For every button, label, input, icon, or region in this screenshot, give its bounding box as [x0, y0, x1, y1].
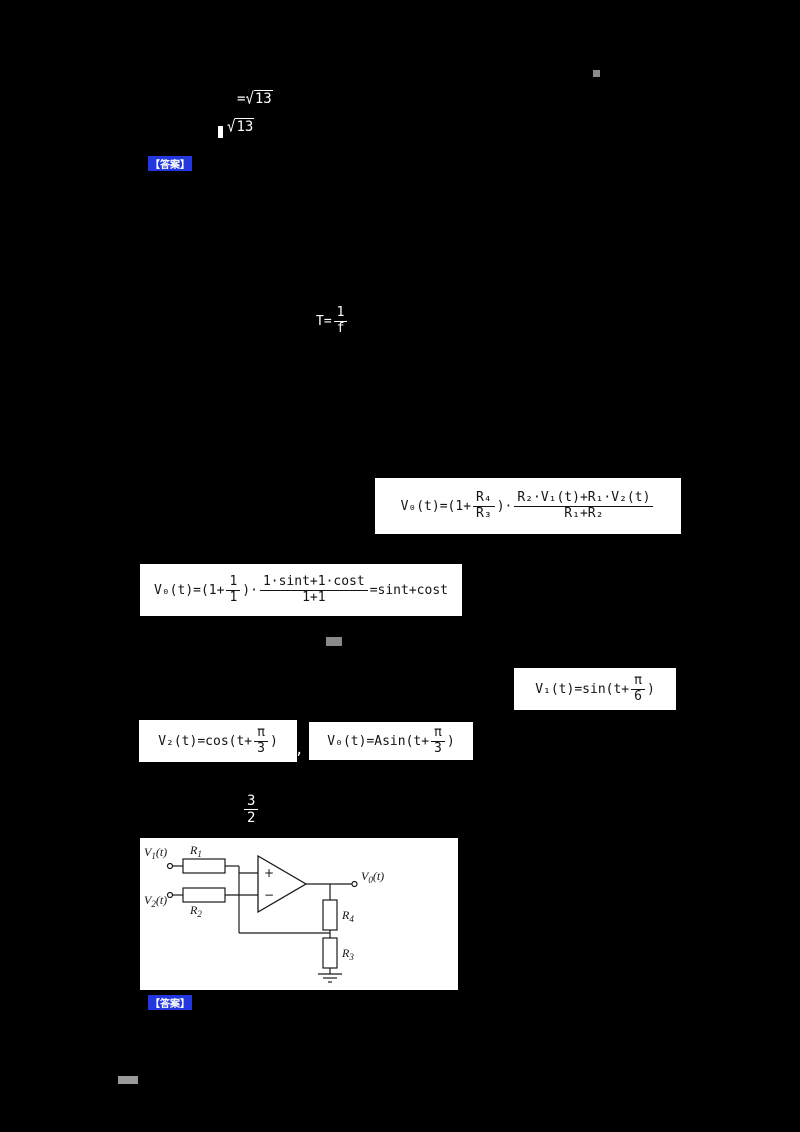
- input-terminal-v1: [166, 862, 174, 870]
- r1-label-sub: 1: [197, 849, 202, 859]
- gray-square-artifact: [593, 70, 600, 77]
- v1-label-sub: 1: [151, 851, 156, 861]
- fraction-numerator: π: [631, 673, 645, 690]
- v0-label-rest: (t): [373, 869, 384, 883]
- resistor-r3-body: [322, 937, 338, 969]
- r3-label: R3: [341, 946, 354, 962]
- fraction-denominator: 1+1: [302, 589, 326, 605]
- formula-v0-unit-values: V₀(t)=(1+ 1 1 )· 1·sint+1·cost 1+1 =sint…: [140, 564, 462, 616]
- v2-label: V2(t): [144, 893, 167, 909]
- fraction-numerator: R₄: [473, 490, 495, 507]
- formula-part: V₀(t)=Asin(t+: [327, 733, 430, 749]
- radical-sign: √: [245, 89, 254, 108]
- resistor-r4-body: [322, 899, 338, 931]
- v0-label-base: V: [361, 869, 370, 883]
- formula-prefix: =: [237, 90, 246, 107]
- formula-part: V₁(t)=sin(t+: [535, 681, 630, 697]
- formula-sqrt13-line2: √13: [227, 117, 255, 136]
- fraction-denominator: f: [336, 320, 345, 336]
- formula-part: =sint+cost: [369, 582, 448, 598]
- input-terminal-v2: [166, 891, 174, 899]
- answer-link-badge-1[interactable]: 【答案】: [148, 156, 192, 171]
- formula-v1-input: V₁(t)=sin(t+ π 6 ): [514, 668, 676, 710]
- fraction-numerator: 1: [226, 574, 241, 591]
- answer-link-badge-2[interactable]: 【答案】: [148, 995, 192, 1010]
- formula-part: )·: [496, 498, 513, 514]
- fraction: 1 1: [226, 574, 241, 606]
- r2-label-base: R: [189, 903, 198, 917]
- fraction: R₂·V₁(t)+R₁·V₂(t) R₁+R₂: [514, 490, 654, 522]
- fraction: π 3: [254, 725, 268, 757]
- v1-label-base: V: [144, 845, 153, 859]
- v1-label-rest: (t): [156, 845, 167, 859]
- resistor-r2-body: [182, 887, 226, 903]
- comma: ,: [667, 690, 676, 706]
- fraction: R₄ R₃: [473, 490, 495, 522]
- r2-label-sub: 2: [197, 909, 202, 919]
- formula-part: ): [646, 681, 655, 697]
- radicand: 13: [235, 118, 255, 135]
- r4-label-sub: 4: [349, 914, 354, 924]
- formula-three-halves: 3 2: [242, 793, 260, 826]
- fraction: 1·sint+1·cost 1+1: [259, 574, 368, 606]
- fraction-denominator: 3: [434, 740, 442, 756]
- fraction-denominator: 3: [257, 740, 265, 756]
- v2-label-base: V: [144, 893, 153, 907]
- output-terminal: [351, 880, 358, 888]
- formula-part: )·: [242, 582, 258, 598]
- r4-label-base: R: [341, 908, 350, 922]
- v0-label: V0(t): [361, 869, 384, 885]
- formula-v0-result: V₀(t)=Asin(t+ π 3 ): [309, 722, 473, 760]
- circuit-diagram-box: + − V1(t) V2(t) V0(t) R1 R2 R4 R3: [140, 838, 458, 990]
- fraction-numerator: 1·sint+1·cost: [259, 574, 368, 591]
- radicand: 13: [253, 90, 273, 107]
- formula-part: ): [446, 733, 455, 749]
- fraction-numerator: π: [431, 725, 445, 742]
- formula-part: V₂(t)=cos(t+: [158, 733, 253, 749]
- v2-label-rest: (t): [156, 893, 167, 907]
- v2-label-sub: 2: [151, 899, 156, 909]
- radical-sign: √: [227, 117, 236, 136]
- fraction: π 3: [431, 725, 445, 757]
- white-fragment-artifact: [218, 126, 223, 138]
- opamp-circuit-diagram: + − V1(t) V2(t) V0(t) R1 R2 R4 R3: [144, 843, 384, 983]
- fraction-numerator: 3: [244, 793, 259, 811]
- opamp-minus-sign: −: [264, 888, 274, 902]
- ground-symbol: [318, 973, 342, 983]
- gray-text-artifact: [326, 637, 342, 646]
- formula-lead: T=: [316, 313, 332, 329]
- gray-dash-artifact: [118, 1076, 138, 1084]
- r1-label-base: R: [189, 843, 198, 857]
- fraction-numerator: π: [254, 725, 268, 742]
- formula-sqrt13-line1: =√13: [237, 90, 273, 107]
- opamp-triangle: [257, 854, 308, 914]
- r1-label: R1: [189, 843, 202, 859]
- fraction-denominator: 6: [634, 688, 642, 704]
- opamp-plus-sign: +: [264, 866, 274, 880]
- formula-period: T= 1 f: [316, 305, 349, 337]
- fraction-denominator: 2: [247, 810, 256, 827]
- r3-label-sub: 3: [348, 952, 354, 962]
- r2-label: R2: [189, 903, 202, 919]
- fraction-denominator: R₃: [476, 505, 492, 521]
- formula-part: V₀(t)=(1+: [154, 582, 225, 598]
- r4-label: R4: [341, 908, 354, 924]
- v0-label-sub: 0: [368, 875, 373, 885]
- circuit-wires: [172, 865, 352, 974]
- comma: ,: [295, 742, 304, 758]
- fraction-denominator: R₁+R₂: [564, 505, 604, 521]
- formula-part: V₀(t)=(1+: [400, 498, 472, 514]
- r3-label-base: R: [341, 946, 350, 960]
- fraction-numerator: 1: [333, 305, 348, 322]
- resistor-r1-body: [182, 858, 226, 874]
- formula-part: ): [269, 733, 278, 749]
- fraction: 1 f: [333, 305, 348, 337]
- fraction: π 6: [631, 673, 645, 705]
- formula-v2-input: V₂(t)=cos(t+ π 3 ): [139, 720, 297, 762]
- formula-v0-general: V₀(t)=(1+ R₄ R₃ )· R₂·V₁(t)+R₁·V₂(t) R₁+…: [375, 478, 681, 534]
- fraction: 3 2: [244, 793, 259, 827]
- v1-label: V1(t): [144, 845, 167, 861]
- fraction-denominator: 1: [229, 589, 238, 605]
- fraction-numerator: R₂·V₁(t)+R₁·V₂(t): [514, 490, 654, 507]
